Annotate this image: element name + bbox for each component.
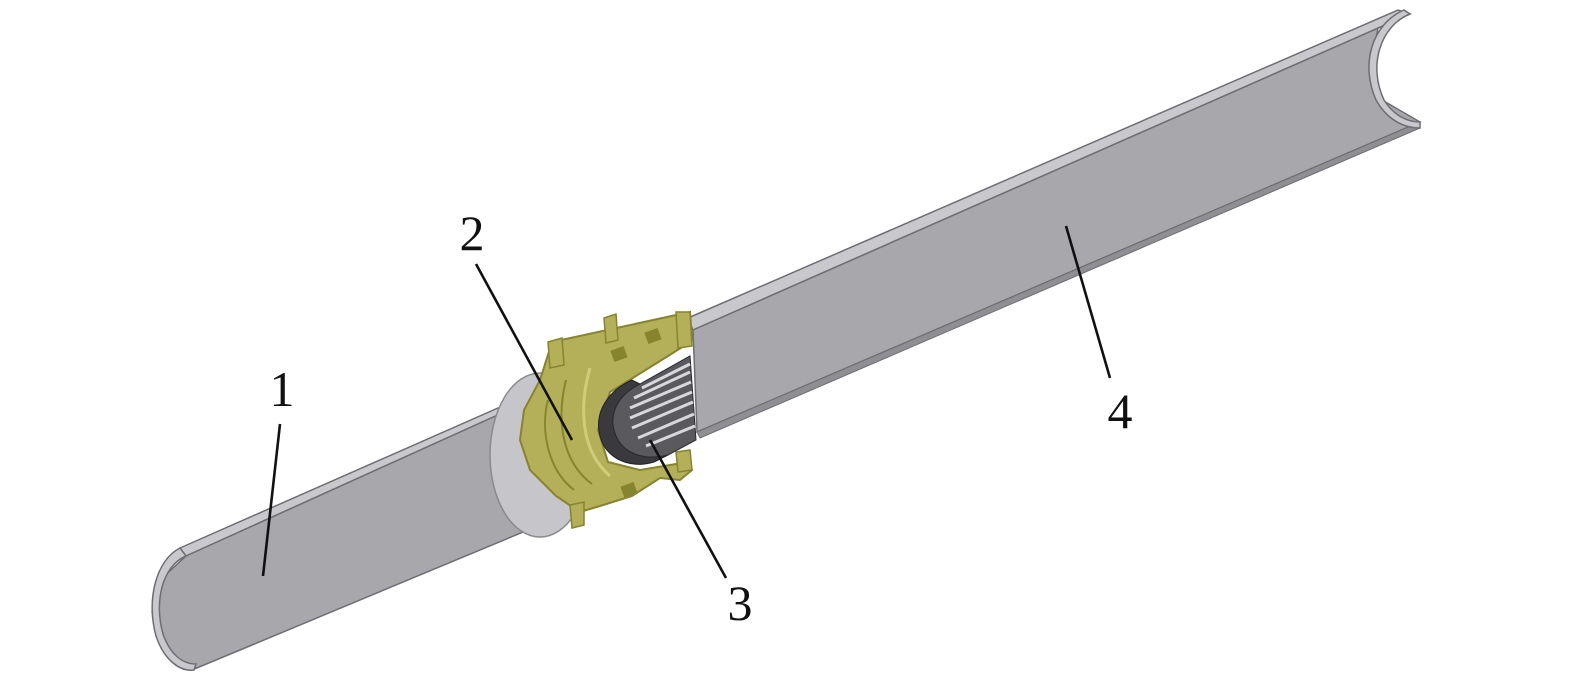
coupling-top-tab-right: [675, 311, 693, 349]
coupling-slot-3: [620, 481, 638, 499]
right-pipe-open-end: [1368, 9, 1421, 129]
coupling-rib-1: [544, 399, 575, 491]
callout-label-2: 2: [460, 205, 485, 261]
coupling-top-tab-left: [547, 337, 565, 369]
leader-line-3: [648, 439, 728, 579]
bearing-roller: [629, 390, 693, 420]
coupling-slot-1: [610, 345, 628, 363]
callout-label-3: 3: [728, 575, 753, 631]
bearing-roller: [637, 412, 695, 440]
callout-label-4: 4: [1108, 383, 1133, 439]
coupling-housing: [518, 310, 694, 529]
coupling-bottom-tab-right: [675, 449, 693, 473]
bearing-roller: [645, 424, 696, 448]
leader-line-1: [261, 423, 282, 577]
coupling-rib-3: [582, 367, 611, 478]
bearing-roller: [641, 362, 691, 390]
leader-line-2: [474, 263, 574, 441]
coupling-slot-2: [644, 327, 662, 345]
right-pipe: [687, 9, 1422, 439]
leader-line-4: [1064, 225, 1112, 379]
callout-label-1: 1: [270, 361, 295, 417]
coupling-rib-2: [560, 379, 593, 485]
bearing-roller: [631, 400, 694, 430]
left-pipe-open-end: [151, 547, 198, 671]
bearing-roller: [633, 370, 691, 400]
bearing-roller: [629, 380, 692, 410]
coupling-bottom-tab-left: [569, 501, 585, 529]
left-pipe: [151, 406, 541, 671]
right-pipe-body: [692, 13, 1422, 434]
coupling-top-tab-mid: [603, 312, 619, 344]
